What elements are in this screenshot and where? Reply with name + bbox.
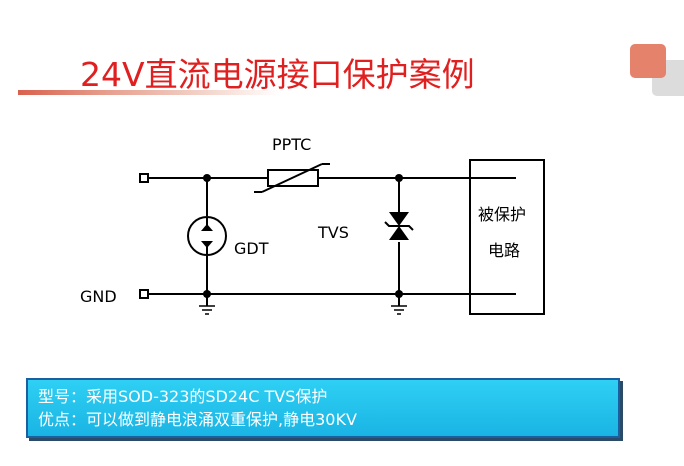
input-terminal-top	[139, 173, 149, 183]
info-box: 型号：采用SOD-323的SD24C TVS保护 优点：可以做到静电浪涌双重保护…	[26, 378, 620, 438]
junction-dot	[395, 290, 403, 298]
junction-dot	[203, 290, 211, 298]
protected-circuit-box	[469, 159, 545, 315]
info-model-line: 型号：采用SOD-323的SD24C TVS保护	[38, 387, 328, 406]
load-label-line1: 被保护	[478, 205, 526, 224]
junction-dot	[203, 174, 211, 182]
ground-symbol-2	[391, 305, 407, 315]
gnd-label: GND	[80, 287, 117, 306]
info-advantage-line: 优点：可以做到静电浪涌双重保护,静电30KV	[38, 410, 357, 429]
page-title: 24V直流电源接口保护案例	[80, 55, 475, 94]
load-label-line2: 电路	[488, 241, 520, 260]
tvs-symbol	[384, 212, 414, 240]
pptc-symbol	[254, 163, 330, 193]
gdt-label: GDT	[234, 239, 269, 258]
corner-decoration-orange	[630, 44, 666, 78]
ground-symbol-1	[199, 305, 215, 315]
pptc-label: PPTC	[272, 135, 311, 154]
input-terminal-gnd	[139, 289, 149, 299]
junction-dot	[395, 174, 403, 182]
title-underline	[18, 90, 280, 95]
gdt-symbol	[187, 216, 227, 256]
tvs-label: TVS	[317, 223, 349, 242]
